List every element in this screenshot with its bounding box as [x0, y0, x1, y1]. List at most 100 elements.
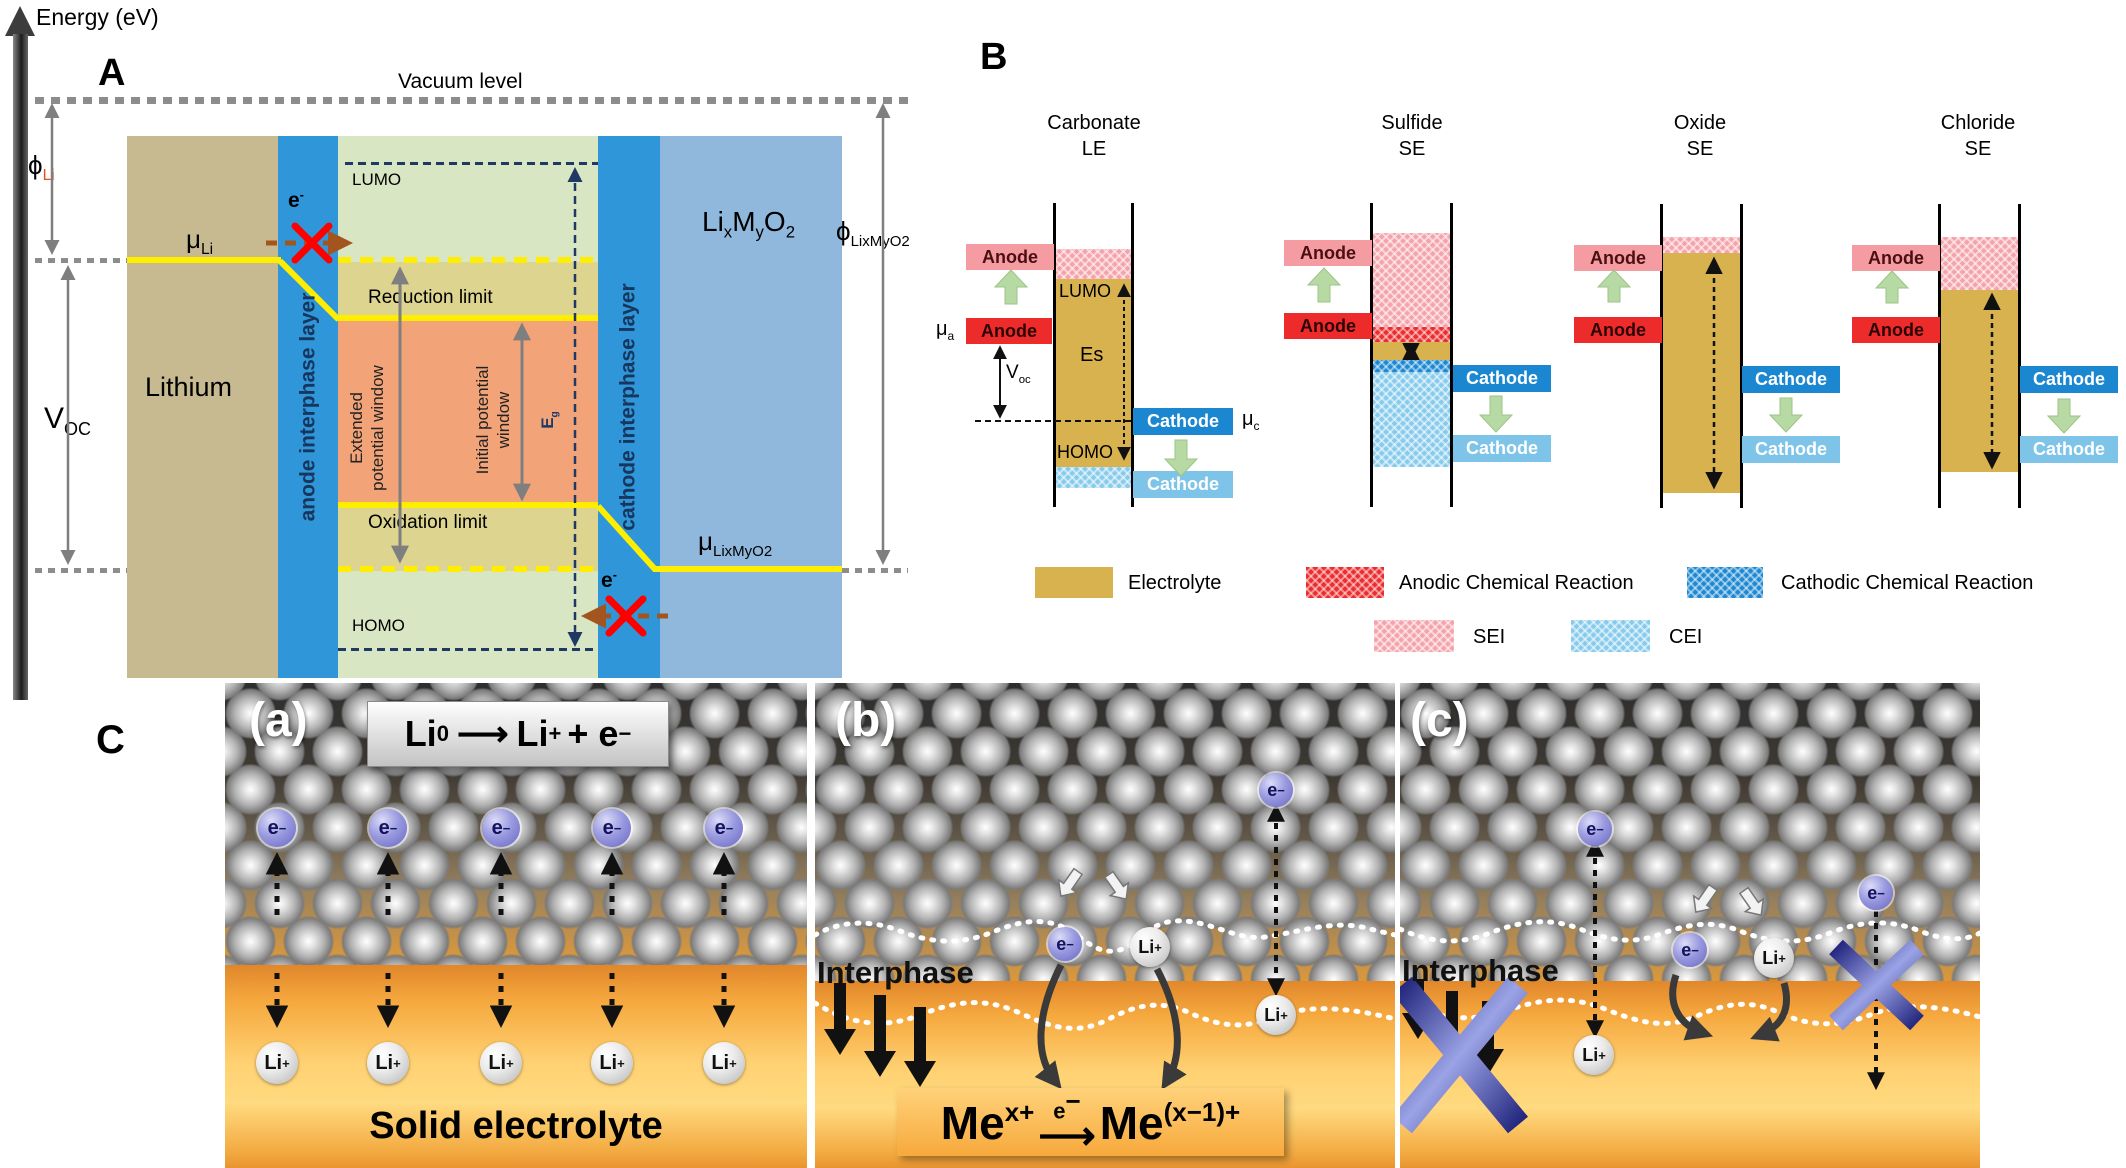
- carbonate-voc-label: Voc: [1006, 362, 1031, 386]
- chloride-anode-box: Anode: [1852, 317, 1940, 343]
- initial-window-band: [338, 319, 598, 505]
- oxide-electrolyte-region: [1663, 253, 1740, 493]
- mu-cathode-dotted-ext-left: [35, 568, 127, 573]
- electron-ball: e−: [705, 809, 743, 847]
- legend-electrolyte-swatch: [1035, 567, 1113, 598]
- electron-ball: e−: [1048, 927, 1082, 961]
- sulfide-anode-box: Anode: [1284, 313, 1372, 339]
- lumo-line: [345, 162, 598, 165]
- carbonate-cei-region: [1056, 467, 1131, 488]
- sulfide-anode-sei-box: Anode: [1284, 240, 1372, 266]
- sulfide-left-wall: [1370, 203, 1373, 507]
- oxide-cathode-cei-box: Cathode: [1742, 436, 1840, 463]
- solid-electrolyte-label: Solid electrolyte: [369, 1105, 663, 1147]
- electron-label-cathode: e-: [601, 568, 617, 592]
- li-ion-ball: Li+: [703, 1042, 745, 1084]
- panel-b-label: B: [980, 36, 1008, 78]
- reduction-limit-label: Reduction limit: [368, 287, 493, 308]
- mu-cathode-level-line: [653, 566, 842, 572]
- energy-axis-label: Energy (eV): [36, 4, 159, 30]
- cathode-interphase-label: cathode interphase layer: [617, 283, 640, 531]
- oxide-right-wall: [1740, 204, 1743, 508]
- sulfide-cathodic-region: [1373, 360, 1450, 372]
- oxide-left-wall: [1660, 204, 1663, 508]
- carbonate-mu-a-label: μa: [936, 318, 955, 343]
- li-ion-ball: Li+: [1256, 995, 1296, 1035]
- sulfide-cei-region: [1373, 372, 1450, 467]
- carbonate-electrolyte-region: [1056, 279, 1131, 467]
- legend-cathodic-swatch: [1687, 567, 1763, 598]
- eg-label: Eg: [538, 411, 561, 429]
- sulfide-right-wall: [1450, 203, 1453, 507]
- sulfide-cathode-box: Cathode: [1453, 365, 1551, 392]
- electron-ball: e−: [369, 809, 407, 847]
- sulfide-electrolyte-region: [1373, 342, 1450, 360]
- interphase-label-c: Interphase: [1402, 953, 1559, 988]
- li-ion-ball: Li+: [480, 1042, 522, 1084]
- electron-ball: e−: [482, 809, 520, 847]
- legend-anodic-swatch: [1306, 567, 1384, 598]
- homo-label: HOMO: [352, 616, 405, 635]
- phi-li-label: ϕLi: [28, 150, 55, 185]
- carbonate-es-label: Es: [1080, 344, 1104, 366]
- vacuum-level-label: Vacuum level: [398, 70, 523, 93]
- reaction-arrow-with-electron: e− ⟶: [1038, 1085, 1096, 1158]
- oxidation-band: [338, 505, 598, 571]
- sulfide-cathode-cei-box: Cathode: [1453, 435, 1551, 462]
- electron-ball: e−: [1259, 773, 1293, 807]
- chloride-cathode-cei-box: Cathode: [2020, 436, 2118, 463]
- legend-anodic-label: Anodic Chemical Reaction: [1399, 572, 1634, 594]
- li-ion-ball: Li+: [591, 1042, 633, 1084]
- anode-interphase-label: anode interphase layer: [296, 292, 320, 522]
- phi-cathode-label: ϕLixMyO2: [836, 216, 910, 251]
- mu-li-label: μLi: [186, 224, 214, 259]
- lithium-block: [127, 136, 278, 678]
- panel-a-label: A: [98, 52, 126, 94]
- reaction-arrow-icon: ⟶: [456, 713, 509, 754]
- energy-axis-arrowhead-icon: [5, 6, 35, 36]
- legend-sei-label: SEI: [1473, 626, 1506, 648]
- legend-cei-swatch: [1571, 620, 1650, 652]
- li-ion-ball: Li+: [256, 1042, 298, 1084]
- legend-cathodic-label: Cathodic Chemical Reaction: [1781, 572, 2034, 594]
- oxide-anode-box: Anode: [1574, 317, 1662, 343]
- mu-cathode-label: μLixMyO2: [698, 526, 773, 561]
- mu-cathode-dotted-ext-right: [842, 568, 908, 573]
- subpanel-a-tag: (a): [249, 694, 308, 747]
- cathode-interphase-block: [598, 136, 660, 678]
- sulfide-sei-region: [1373, 233, 1450, 327]
- carbonate-anode-box: Anode: [966, 318, 1052, 344]
- li-ion-ball: Li+: [1574, 1035, 1614, 1075]
- carbonate-cathode-cei-box: Cathode: [1133, 471, 1233, 498]
- carbonate-homo-label: HOMO: [1057, 442, 1113, 462]
- cathode-block: [660, 136, 842, 678]
- lumo-label: LUMO: [352, 170, 402, 189]
- reaction-arrow-icon: ⟶: [1038, 1114, 1096, 1158]
- reduction-band: [338, 262, 598, 319]
- chloride-sei-region: [1941, 237, 2018, 290]
- mu-li-level-line: [127, 257, 281, 263]
- energy-axis: [13, 34, 28, 700]
- electron-ball: e−: [258, 809, 296, 847]
- electron-ball: e−: [593, 809, 631, 847]
- reduction-limit-line: [338, 315, 598, 321]
- chloride-cathode-box: Cathode: [2020, 366, 2118, 393]
- carbonate-anode-sei-box: Anode: [966, 244, 1054, 270]
- interphase-label-b: Interphase: [817, 955, 974, 990]
- chloride-anode-sei-box: Anode: [1852, 245, 1940, 271]
- carbonate-lumo-label: LUMO: [1059, 281, 1112, 301]
- electron-ball: e−: [1578, 812, 1612, 846]
- li-ion-ball: Li+: [1130, 927, 1170, 967]
- legend-sei-swatch: [1374, 620, 1454, 652]
- cathode-formula-label: LixMyO2: [702, 206, 796, 242]
- mu-li-dotted-ext: [35, 258, 127, 263]
- panel-c-label: C: [96, 718, 125, 762]
- oxide-anode-sei-box: Anode: [1574, 245, 1662, 271]
- panel-c-c: (c) Interphase e− Li+ e− Li+ e−: [1400, 683, 1980, 1168]
- mu-cathode-dashed-line: [338, 566, 598, 572]
